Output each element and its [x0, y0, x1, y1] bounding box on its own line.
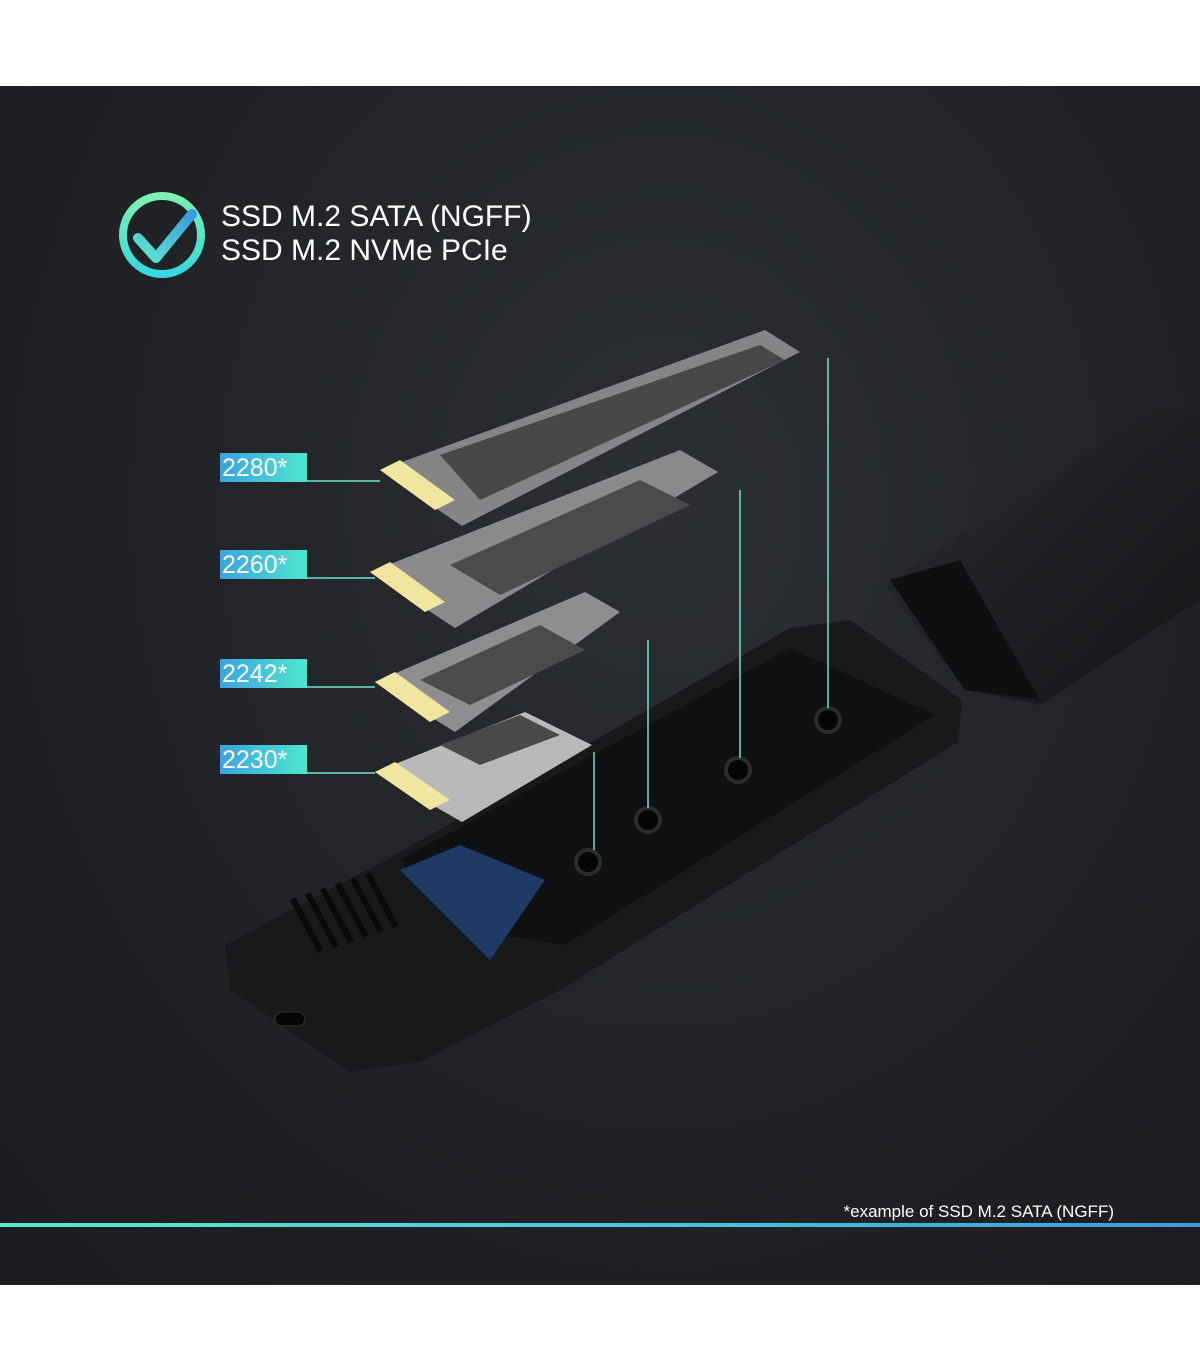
compat-nvme: SSD M.2 NVMe PCIe	[221, 234, 508, 267]
accent-divider	[0, 1223, 1200, 1227]
ssd-2260	[370, 450, 718, 628]
enclosure-lid	[885, 405, 1200, 705]
size-label-2260: 2260*	[220, 550, 307, 579]
ssd-2280	[380, 330, 800, 526]
size-label-2242: 2242*	[220, 659, 307, 688]
size-label-2230: 2230*	[220, 745, 307, 774]
ssd-2230	[375, 712, 592, 822]
compatibility-title: SSD M.2 SATA (NGFF) SSD M.2 NVMe PCIe	[221, 200, 532, 268]
guide-lines	[307, 358, 829, 850]
check-circle-icon	[119, 192, 205, 278]
size-label-2280: 2280*	[220, 453, 307, 482]
usb-c-port	[274, 1011, 306, 1027]
footnote: *example of SSD M.2 SATA (NGFF)	[843, 1202, 1115, 1221]
ssd-2242	[375, 592, 620, 732]
compat-sata: SSD M.2 SATA (NGFF)	[221, 200, 532, 233]
